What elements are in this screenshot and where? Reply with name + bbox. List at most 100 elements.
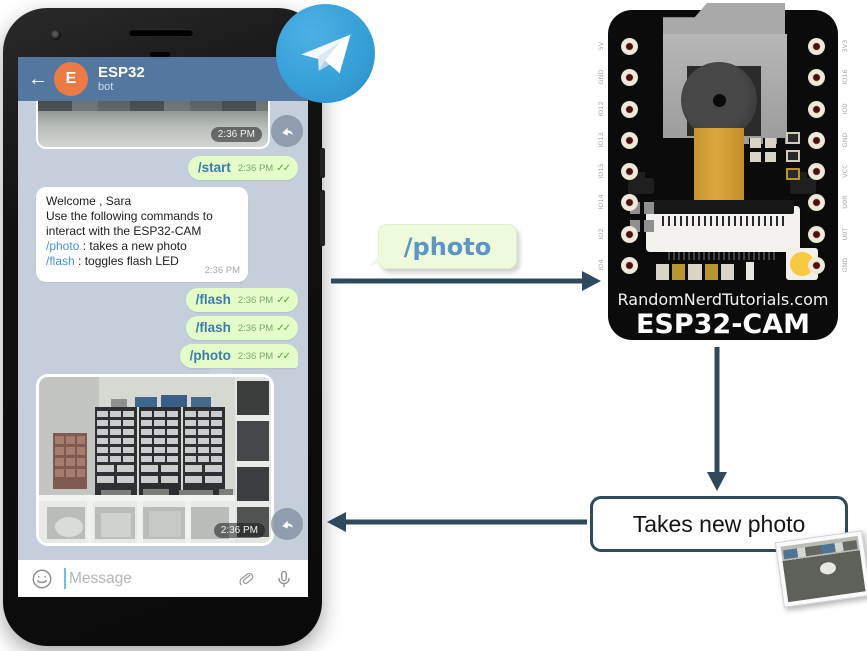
sensor-slot [150,52,170,57]
incoming-welcome-bubble: Welcome , Sara Use the following command… [36,187,248,282]
thumbnail-shelf-detail [783,540,858,560]
pin-label: U0R [841,195,849,210]
telegram-screen: ← E ESP32 bot 2:36 PM [18,57,308,597]
outgoing-bubble-photo: /photo 2:36 PM ✓✓ [179,344,298,368]
bot-avatar[interactable]: E [54,62,88,96]
callout-tail [369,250,385,266]
pin-hole: IO4 [597,256,638,274]
message-time: 2:36 PM [237,351,274,362]
command-text: /flash [195,320,231,335]
pin-hole: IO12 [597,100,638,118]
pin-label: IO2 [597,228,605,240]
callout-text: /photo [403,232,492,261]
esp32-cam-board: 5V GND IO12 IO13 IO15 IO14 IO2 IO4 3V3 I… [597,3,849,340]
pin-hole: IO13 [597,131,638,149]
pin-hole: GND [597,69,638,87]
volume-button [320,190,325,246]
chat-title-block: ESP32 bot [98,65,145,94]
message-row: 2:36 PM [18,374,308,546]
pin-label: IO4 [597,259,605,271]
pin-label: IO15 [597,163,605,179]
back-arrow-icon[interactable]: ← [28,67,48,90]
share-button[interactable] [271,508,303,540]
message-row: /photo 2:36 PM ✓✓ [18,344,308,368]
connector-latch [652,200,794,214]
command-text: /start [197,160,231,175]
smd-component [644,202,654,214]
pin-label: 5V [597,41,605,51]
command-description: : toggles flash LED [74,254,179,268]
read-checks-icon: ✓✓ [276,323,291,334]
pin-hole: U0R [808,194,849,212]
transistor-component [628,172,654,194]
chat-header: ← E ESP32 bot [18,57,308,101]
smd-component [786,132,800,144]
smd-component [765,152,776,162]
pin-hole: VCC [808,163,849,181]
photo-message-partial[interactable]: 2:36 PM [36,101,270,149]
microphone-icon[interactable] [272,567,296,591]
pin-hole: 5V [597,38,638,55]
read-checks-icon: ✓✓ [276,295,291,306]
pin-hole: GND [808,131,849,149]
pin-label: GND [597,69,605,85]
smd-component [644,220,654,232]
pin-label: IO13 [597,132,605,148]
photo-message-workshop[interactable]: 2:36 PM [36,374,274,546]
sd-card-slot [663,3,785,37]
message-time: 2:36 PM [237,323,274,334]
photo-command-link[interactable]: /photo [46,239,80,253]
share-button[interactable] [271,115,303,147]
command-description: : takes a new photo [79,239,187,253]
pin-label: U0T [841,227,849,241]
message-input-bar: Message [18,560,308,597]
pin-hole: IO14 [597,194,638,212]
command-text: /photo [189,348,231,363]
welcome-line: /flash : toggles flash LED [46,254,238,269]
pin-label: IO16 [841,69,849,85]
pin-hole: IO16 [808,69,849,87]
phone-frame: ← E ESP32 bot 2:36 PM [3,8,325,646]
message-row: /flash 2:36 PM ✓✓ [18,316,308,340]
welcome-line: interact with the ESP32-CAM [46,224,202,238]
photo-thumbnail [774,530,867,608]
pin-label: 3V3 [841,39,849,53]
photo-content [38,101,268,111]
message-row: Welcome , Sara Use the following command… [18,187,308,282]
forward-arrow-icon [282,520,293,529]
flash-command-link[interactable]: /flash [46,254,75,268]
forward-arrow-icon [282,127,293,136]
welcome-line: Welcome , Sara [46,194,132,208]
telegram-logo [276,4,375,103]
chat-subtitle: bot [98,81,114,93]
read-checks-icon: ✓✓ [276,163,291,174]
board-name-text: ESP32-CAM [635,309,811,340]
pin-hole: 3V3 [808,38,849,55]
message-row: 2:36 PM [18,101,308,149]
attach-icon[interactable] [234,567,258,591]
command-text: /flash [195,292,231,307]
smd-component [750,138,761,148]
workshop-photo [39,377,271,543]
right-pin-header: 3V3 IO16 IO0 GND VCC U0R U0T GND [808,38,849,274]
earpiece-speaker [129,29,193,36]
pin-hole: U0T [808,225,849,243]
welcome-line: /photo : takes a new photo [46,239,238,254]
photo-command-callout: /photo [369,224,517,269]
message-row: /flash 2:36 PM ✓✓ [18,288,308,312]
pin-label: GND [841,132,849,148]
message-row: /start 2:36 PM ✓✓ [18,156,308,180]
outgoing-bubble-flash: /flash 2:36 PM ✓✓ [185,316,298,340]
lens-aperture [713,94,726,107]
capacitor-row [656,264,735,280]
power-button [320,148,325,178]
photo-timestamp: 2:36 PM [210,127,262,142]
emoji-icon[interactable] [30,567,54,591]
smd-component [786,150,800,162]
left-pin-header: 5V GND IO12 IO13 IO15 IO14 IO2 IO4 [597,38,638,274]
read-checks-icon: ✓✓ [276,351,291,362]
thumbnail-image [780,535,866,603]
message-input[interactable]: Message [69,569,132,587]
pin-label: GND [841,257,849,273]
